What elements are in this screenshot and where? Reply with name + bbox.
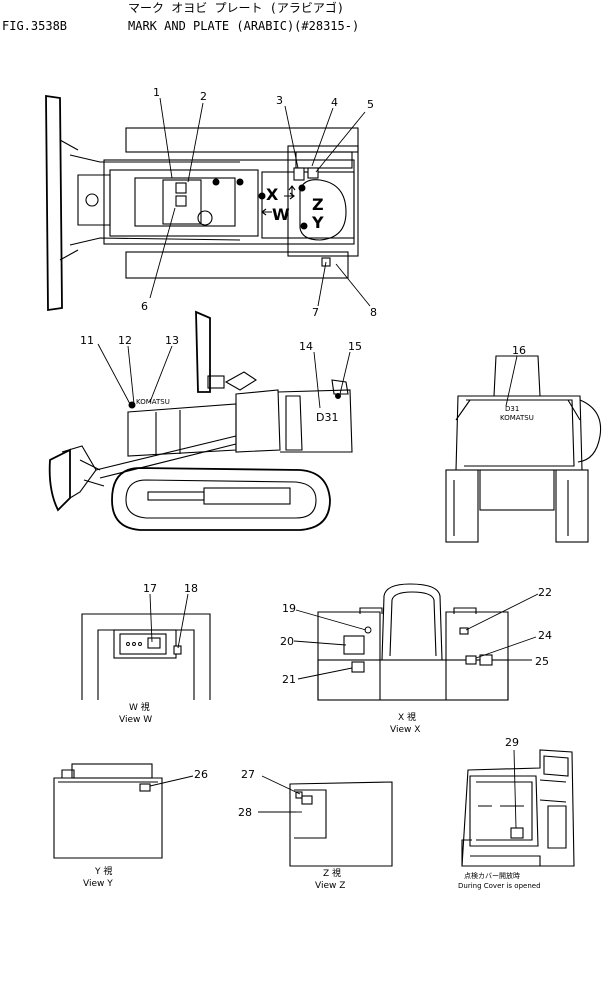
rear-view: D31 KOMATSU — [445, 355, 602, 543]
callout-15: 15 — [348, 340, 362, 353]
callout-28: 28 — [238, 806, 252, 819]
view-label-z: Z — [312, 195, 324, 214]
view-z-drawing — [289, 781, 393, 867]
rear-brand-decal: KOMATSU — [500, 414, 534, 422]
callout-24: 24 — [538, 629, 552, 642]
callout-18: 18 — [184, 582, 198, 595]
figure-title: MARK AND PLATE (ARABIC)(#28315-) — [128, 19, 359, 33]
callout-25: 25 — [535, 655, 549, 668]
view-x-caption-jp: X 視 — [398, 711, 416, 723]
view-y-caption-jp: Y 視 — [94, 865, 112, 877]
view-label-x: X — [266, 185, 279, 204]
callout-12: 12 — [118, 334, 132, 347]
leader-16 — [505, 355, 518, 407]
leader-18 — [177, 593, 189, 649]
leader-19 — [295, 609, 367, 631]
callout-20: 20 — [280, 635, 294, 648]
callout-1: 1 — [153, 86, 160, 99]
leader-29 — [513, 749, 517, 829]
callout-29: 29 — [505, 736, 519, 749]
view-label-y: Y — [311, 213, 324, 232]
leader-26 — [149, 775, 194, 787]
callout-8: 8 — [370, 306, 377, 319]
callout-3: 3 — [276, 94, 283, 107]
cover-caption-jp: 点検カバー開放時 — [464, 871, 520, 880]
leader-22 — [465, 593, 539, 631]
side-view: KOMATSU D31 — [48, 310, 353, 531]
leader-27 — [261, 775, 301, 795]
callout-16: 16 — [512, 344, 526, 357]
side-view-leaders — [97, 343, 351, 409]
leader-17 — [149, 593, 153, 643]
callout-2: 2 — [200, 90, 207, 103]
callout-17: 17 — [143, 582, 157, 595]
leader-20 — [293, 640, 347, 646]
leader-21 — [297, 667, 353, 680]
view-x-drawing — [317, 583, 509, 701]
view-z-caption-jp: Z 視 — [323, 867, 341, 879]
callout-26: 26 — [194, 768, 208, 781]
callout-21: 21 — [282, 673, 296, 686]
side-model-decal: D31 — [316, 411, 338, 424]
callout-22: 22 — [538, 586, 552, 599]
title-japanese: マーク オヨビ プレート (アラビアゴ) — [128, 0, 344, 15]
cover-caption: During Cover is opened — [458, 882, 541, 890]
figure-number: FIG.3538B — [2, 19, 67, 33]
view-w-caption: View W — [119, 715, 152, 725]
side-brand-decal: KOMATSU — [136, 398, 170, 406]
view-y-caption: View Y — [83, 879, 113, 889]
view-w-drawing — [81, 613, 211, 700]
callout-6: 6 — [141, 300, 148, 313]
top-view-leaders — [149, 97, 371, 307]
callout-7: 7 — [312, 306, 319, 319]
callout-5: 5 — [367, 98, 374, 111]
callout-14: 14 — [299, 340, 313, 353]
callout-19: 19 — [282, 602, 296, 615]
view-x-caption: View X — [390, 725, 420, 735]
view-w-caption-jp: W 視 — [129, 701, 150, 713]
cover-open-drawing — [461, 749, 575, 867]
top-view: X W Z Y — [45, 94, 359, 312]
callout-27: 27 — [241, 768, 255, 781]
callout-13: 13 — [165, 334, 179, 347]
view-label-w: W — [272, 205, 290, 224]
callout-11: 11 — [80, 334, 94, 347]
callout-4: 4 — [331, 96, 338, 109]
leader-24 — [475, 636, 537, 659]
rear-model-decal: D31 — [505, 405, 519, 413]
view-y-drawing — [53, 763, 163, 859]
view-z-caption: View Z — [315, 881, 345, 891]
